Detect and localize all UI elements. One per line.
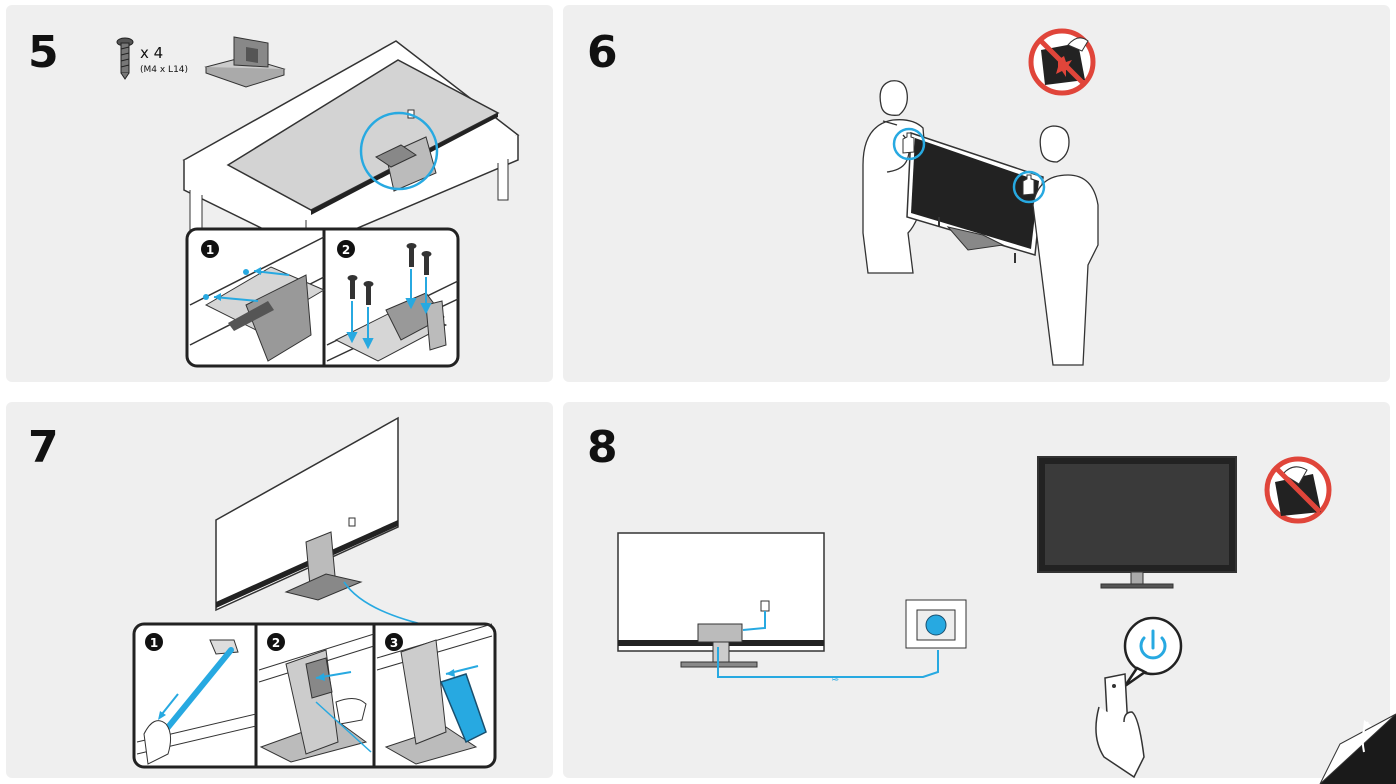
svg-text:2: 2 xyxy=(342,243,350,257)
step-7-substep-1 xyxy=(136,639,257,765)
hand-highlight-left xyxy=(892,127,926,161)
step-6-number: 6 xyxy=(587,27,618,78)
step-7-panel: 7 1 xyxy=(6,402,553,778)
substep-badge-1 xyxy=(145,633,163,651)
step-6-illustration xyxy=(862,28,1099,366)
power-icon xyxy=(1123,616,1183,688)
step-5-substep-2 xyxy=(326,243,459,362)
step-7-substep-3 xyxy=(376,623,493,765)
step-5-illustration: x 4 (M4 x L14) xyxy=(116,36,520,368)
step-5-number: 5 xyxy=(28,27,59,78)
screw-count: x 4 xyxy=(140,44,163,62)
substep-badge-1 xyxy=(201,240,219,258)
svg-text:3: 3 xyxy=(390,636,398,650)
step-5-substep-1 xyxy=(189,236,326,362)
substep-badge-2 xyxy=(267,633,285,651)
svg-text:1: 1 xyxy=(206,243,214,257)
substep-badge-3 xyxy=(385,633,403,651)
person-right xyxy=(1032,125,1099,366)
svg-text:2: 2 xyxy=(272,636,280,650)
zoom-highlight-circle xyxy=(359,111,439,191)
hand-highlight-right xyxy=(1012,170,1046,204)
remote-control xyxy=(1095,673,1145,779)
screw-spec: (M4 x L14) xyxy=(140,65,188,75)
prohibit-icon xyxy=(1028,28,1096,96)
tv-being-carried xyxy=(906,131,1044,263)
step-7-illustration: 1 2 3 xyxy=(132,416,497,769)
step-8-panel: 8 ≈ xyxy=(563,402,1390,779)
step-8-illustration: ≈ xyxy=(617,456,1332,779)
tv-rear-connected: ≈ xyxy=(617,532,939,685)
tv-face-down xyxy=(226,59,500,215)
page-turn-icon[interactable] xyxy=(1319,713,1396,784)
tv-rear-view xyxy=(215,416,435,628)
substep-badge-2 xyxy=(337,240,355,258)
step-6-panel: 6 xyxy=(563,5,1390,382)
screw-icon xyxy=(116,37,134,80)
svg-text:≈: ≈ xyxy=(831,674,839,685)
tv-front xyxy=(1037,456,1237,589)
step-7-substep-2 xyxy=(258,633,375,763)
wall-outlet xyxy=(905,599,967,649)
step-5-panel: 5 x 4 (M4 x L14) xyxy=(6,5,553,382)
svg-text:1: 1 xyxy=(150,636,158,650)
stand-bracket-icon xyxy=(204,36,286,88)
step-7-number: 7 xyxy=(28,422,59,473)
prohibit-icon xyxy=(1264,456,1332,524)
step-8-number: 8 xyxy=(587,422,618,473)
